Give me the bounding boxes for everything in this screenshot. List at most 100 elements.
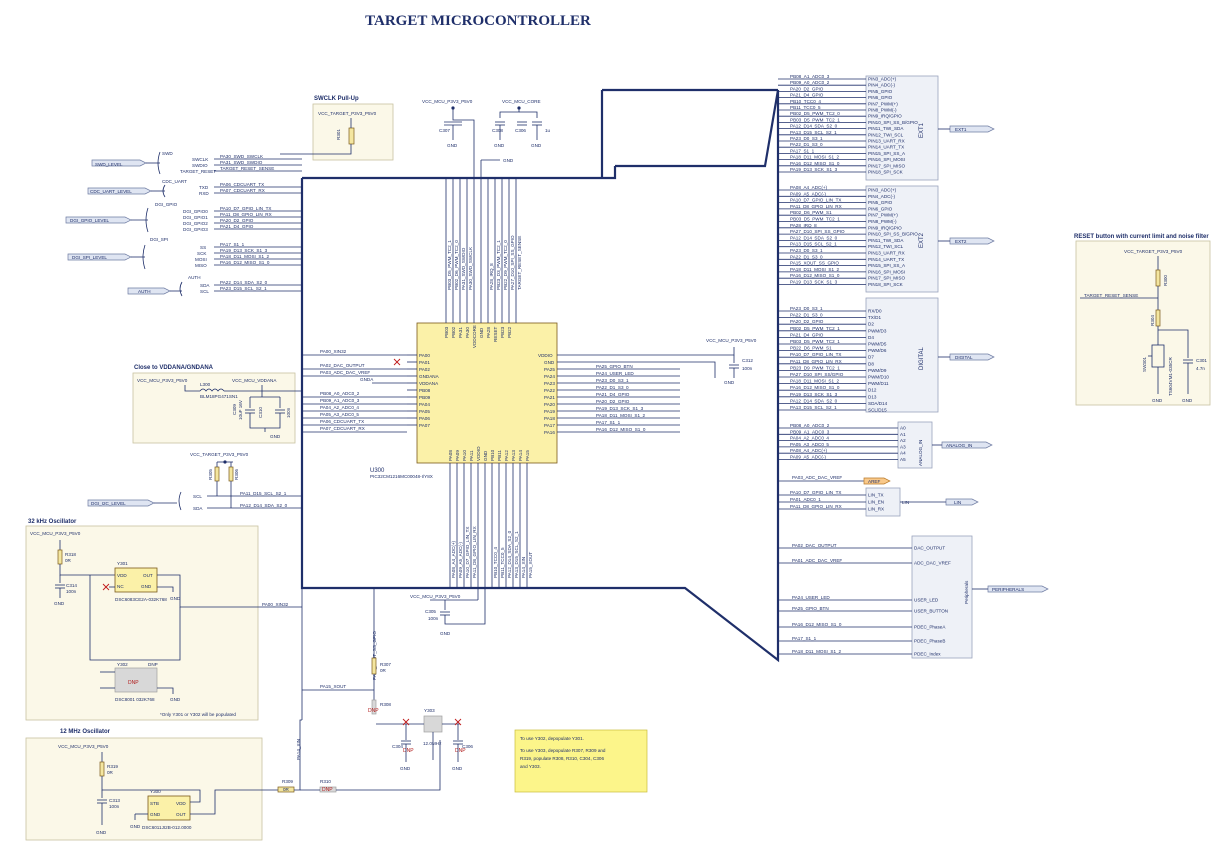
pin-label: PA22 <box>544 388 555 393</box>
pin-label: LIN_TX <box>868 493 884 498</box>
pin-label: PWM/D10 <box>868 375 889 380</box>
net-label: PA15_XOUT_SS_GPIO <box>372 631 377 680</box>
net-label: PA12_D14_SDA_S2_0 <box>790 235 838 240</box>
osc32-title: 32 kHz Oscillator <box>28 519 77 525</box>
port-ext1: EXT1 <box>955 127 967 132</box>
net-label: TARGET_RESET_SENSE <box>1084 293 1138 298</box>
note-line: R319, populate R308, R310, C304, C306 <box>520 756 604 761</box>
pin-label: SWDIO <box>192 163 208 168</box>
port-peripherals: PERIPHERALS <box>992 587 1024 592</box>
pin-label: PA24 <box>544 374 555 379</box>
net-label: PA15_XOUT <box>528 552 533 578</box>
pin-label: PIN15_SPI_SS_A <box>868 151 906 156</box>
mcu-left-pins: PA00 PA01 PA02 GNDANA VDDANA PB08 PB09 P… <box>407 353 440 428</box>
r307-val: 0R <box>380 668 387 673</box>
page-title: TARGET MICROCONTROLLER <box>365 13 591 29</box>
net-label: PB09_A1_ADC0_3 <box>320 398 360 403</box>
pin-label: PA31 <box>458 327 463 338</box>
pin-label: PWM/D11 <box>868 381 889 386</box>
pin-label: PIN11_TWI_SDA <box>868 238 904 243</box>
pin-label: PA04 <box>419 402 430 407</box>
net-label: PA23_D15_SCL_S2_1 <box>220 286 267 291</box>
rail-label: VCC_MCU_P3V3_P5V0 <box>706 338 757 343</box>
pin-label: DGI_GPIO2 <box>183 221 208 226</box>
y302-body <box>114 667 158 693</box>
net-label: PA27_D10_SPI_SS/GPIO <box>790 372 844 377</box>
vddana-filter: VCC_MCU_P3V3_P5V0 VCC_MCU_VDDANA L300 BL… <box>137 378 302 439</box>
r318-val: 0R <box>65 558 72 563</box>
net-label: PA16_D12_MISO_S1_0 <box>790 161 840 166</box>
r308-ref: R308 <box>380 702 391 707</box>
pin-label: PIN13_UART_RX <box>868 139 905 144</box>
analog-title: ANALOG_IN <box>918 440 923 466</box>
pin-label: PB22 <box>507 326 512 338</box>
pin-label: PIN14_UART_TX <box>868 257 904 262</box>
net-label: PA19_D13_SCK_S1_3 <box>596 406 644 411</box>
net-label: PA30_SWD_SWCLK <box>468 246 473 290</box>
c312-decoupling: VCC_MCU_P3V3_P5V0 C312 100n GND <box>700 338 757 385</box>
net-label: PA04_A2_ADC0_4 <box>320 405 359 410</box>
port-dgi-gpio-level: DGI_GPIO_LEVEL <box>70 218 110 223</box>
gnd-label: GND <box>447 143 458 148</box>
nc-mark-pa01 <box>393 358 401 366</box>
c314-val: 100n <box>66 589 77 594</box>
net-label: PB03_D5_PWM_TC2_1 <box>790 217 840 222</box>
note-line: and Y303. <box>520 764 541 769</box>
net-label: PA12_D14_SDA_S2_0 <box>790 398 838 403</box>
r310-body <box>319 786 337 793</box>
net-label: PA28_IRQ_8 <box>790 223 817 228</box>
net-label: PA19_D13_SCK_S1_3 <box>790 167 838 172</box>
net-label: PA20_D2_GPIO <box>790 86 824 91</box>
net-label: PB08_A0_ADC0_2 <box>790 423 830 428</box>
gnd-label: GND <box>130 824 141 829</box>
ext2-title: EXT2 <box>919 232 925 248</box>
net-label: PA16_D12_MISO_S1_0 <box>790 385 840 390</box>
net-label: PB02_D6_PWM_S1 <box>790 210 832 215</box>
net-label: PA07_CDCUART_RX <box>220 188 265 193</box>
mcu-left-wires <box>302 354 407 433</box>
pin-label: PA02 <box>419 367 430 372</box>
pin-label: D13 <box>868 394 877 399</box>
rail-label: VCC_TARGET_P3V3_P5V0 <box>1124 249 1183 254</box>
pin-label: A5 <box>900 457 906 462</box>
net-label: PA18_D11_MOSI_S1_2 <box>596 413 646 418</box>
r309-val: 0R <box>283 787 290 792</box>
y300-ref: Y300 <box>150 789 161 794</box>
net-label: PA27_D10_SPI_SS_GPIO <box>510 235 515 290</box>
dnp-label: DNP <box>368 708 379 714</box>
net-label: PB11_TCC0_5 <box>500 547 505 578</box>
vddana-title: Close to VDDANA/GNDANA <box>134 365 214 371</box>
net-label: PA09_A5_ADC(-) <box>458 542 463 578</box>
net-label: PA19_D13_SCK_S1_3 <box>790 392 838 397</box>
pin-label: A1 <box>900 432 906 437</box>
c306b-ref: C306 <box>462 744 473 749</box>
dnp-label: DNP <box>128 680 139 686</box>
pin-label: DGI_GPIO1 <box>183 215 208 220</box>
pin-label: PIN3_ADC(+) <box>868 77 897 82</box>
c305-ref: C305 <box>425 609 436 614</box>
net-label: PA16_D12_MISO_S1_0 <box>790 273 840 278</box>
y301-ref: Y301 <box>117 561 128 566</box>
net-label: PA23_D0_S3_1 <box>790 306 823 311</box>
mcu-right-nets: PA25_GPIO_BTN PA24_USER_LED PA23_D0_S3_1… <box>596 364 646 432</box>
mcu-body <box>416 322 558 464</box>
net-label: PA19_D13_SCK_S1_3 <box>790 280 838 285</box>
c301-ref: C301 <box>1196 358 1207 363</box>
net-label: PA24_USER_LED <box>792 595 830 600</box>
pin-label: NC <box>117 584 124 589</box>
pin-label: SDA/D14 <box>868 401 888 406</box>
dnp-label: DNP <box>322 787 333 793</box>
net-label: PA20_D2_GPIO <box>596 399 630 404</box>
net-label: PB10_TCC0_4 <box>493 547 498 578</box>
r319-ref: R319 <box>107 764 118 769</box>
pin-label: PWM/D6 <box>868 348 887 353</box>
l300-part: BLM18PG471SN1 <box>200 394 238 399</box>
gnd-label: GND <box>494 143 505 148</box>
net-label: PA05_A3_ADC0_5 <box>790 442 829 447</box>
pin-label: VDDIO <box>476 446 481 461</box>
pin-label: PDEC_PhaseA <box>914 625 946 630</box>
net-label: PA08_A4_ADC(+) <box>451 540 456 578</box>
pin-label: SS <box>200 245 206 250</box>
net-label: PB22_D9_PWM_TC2_0 <box>503 240 508 290</box>
